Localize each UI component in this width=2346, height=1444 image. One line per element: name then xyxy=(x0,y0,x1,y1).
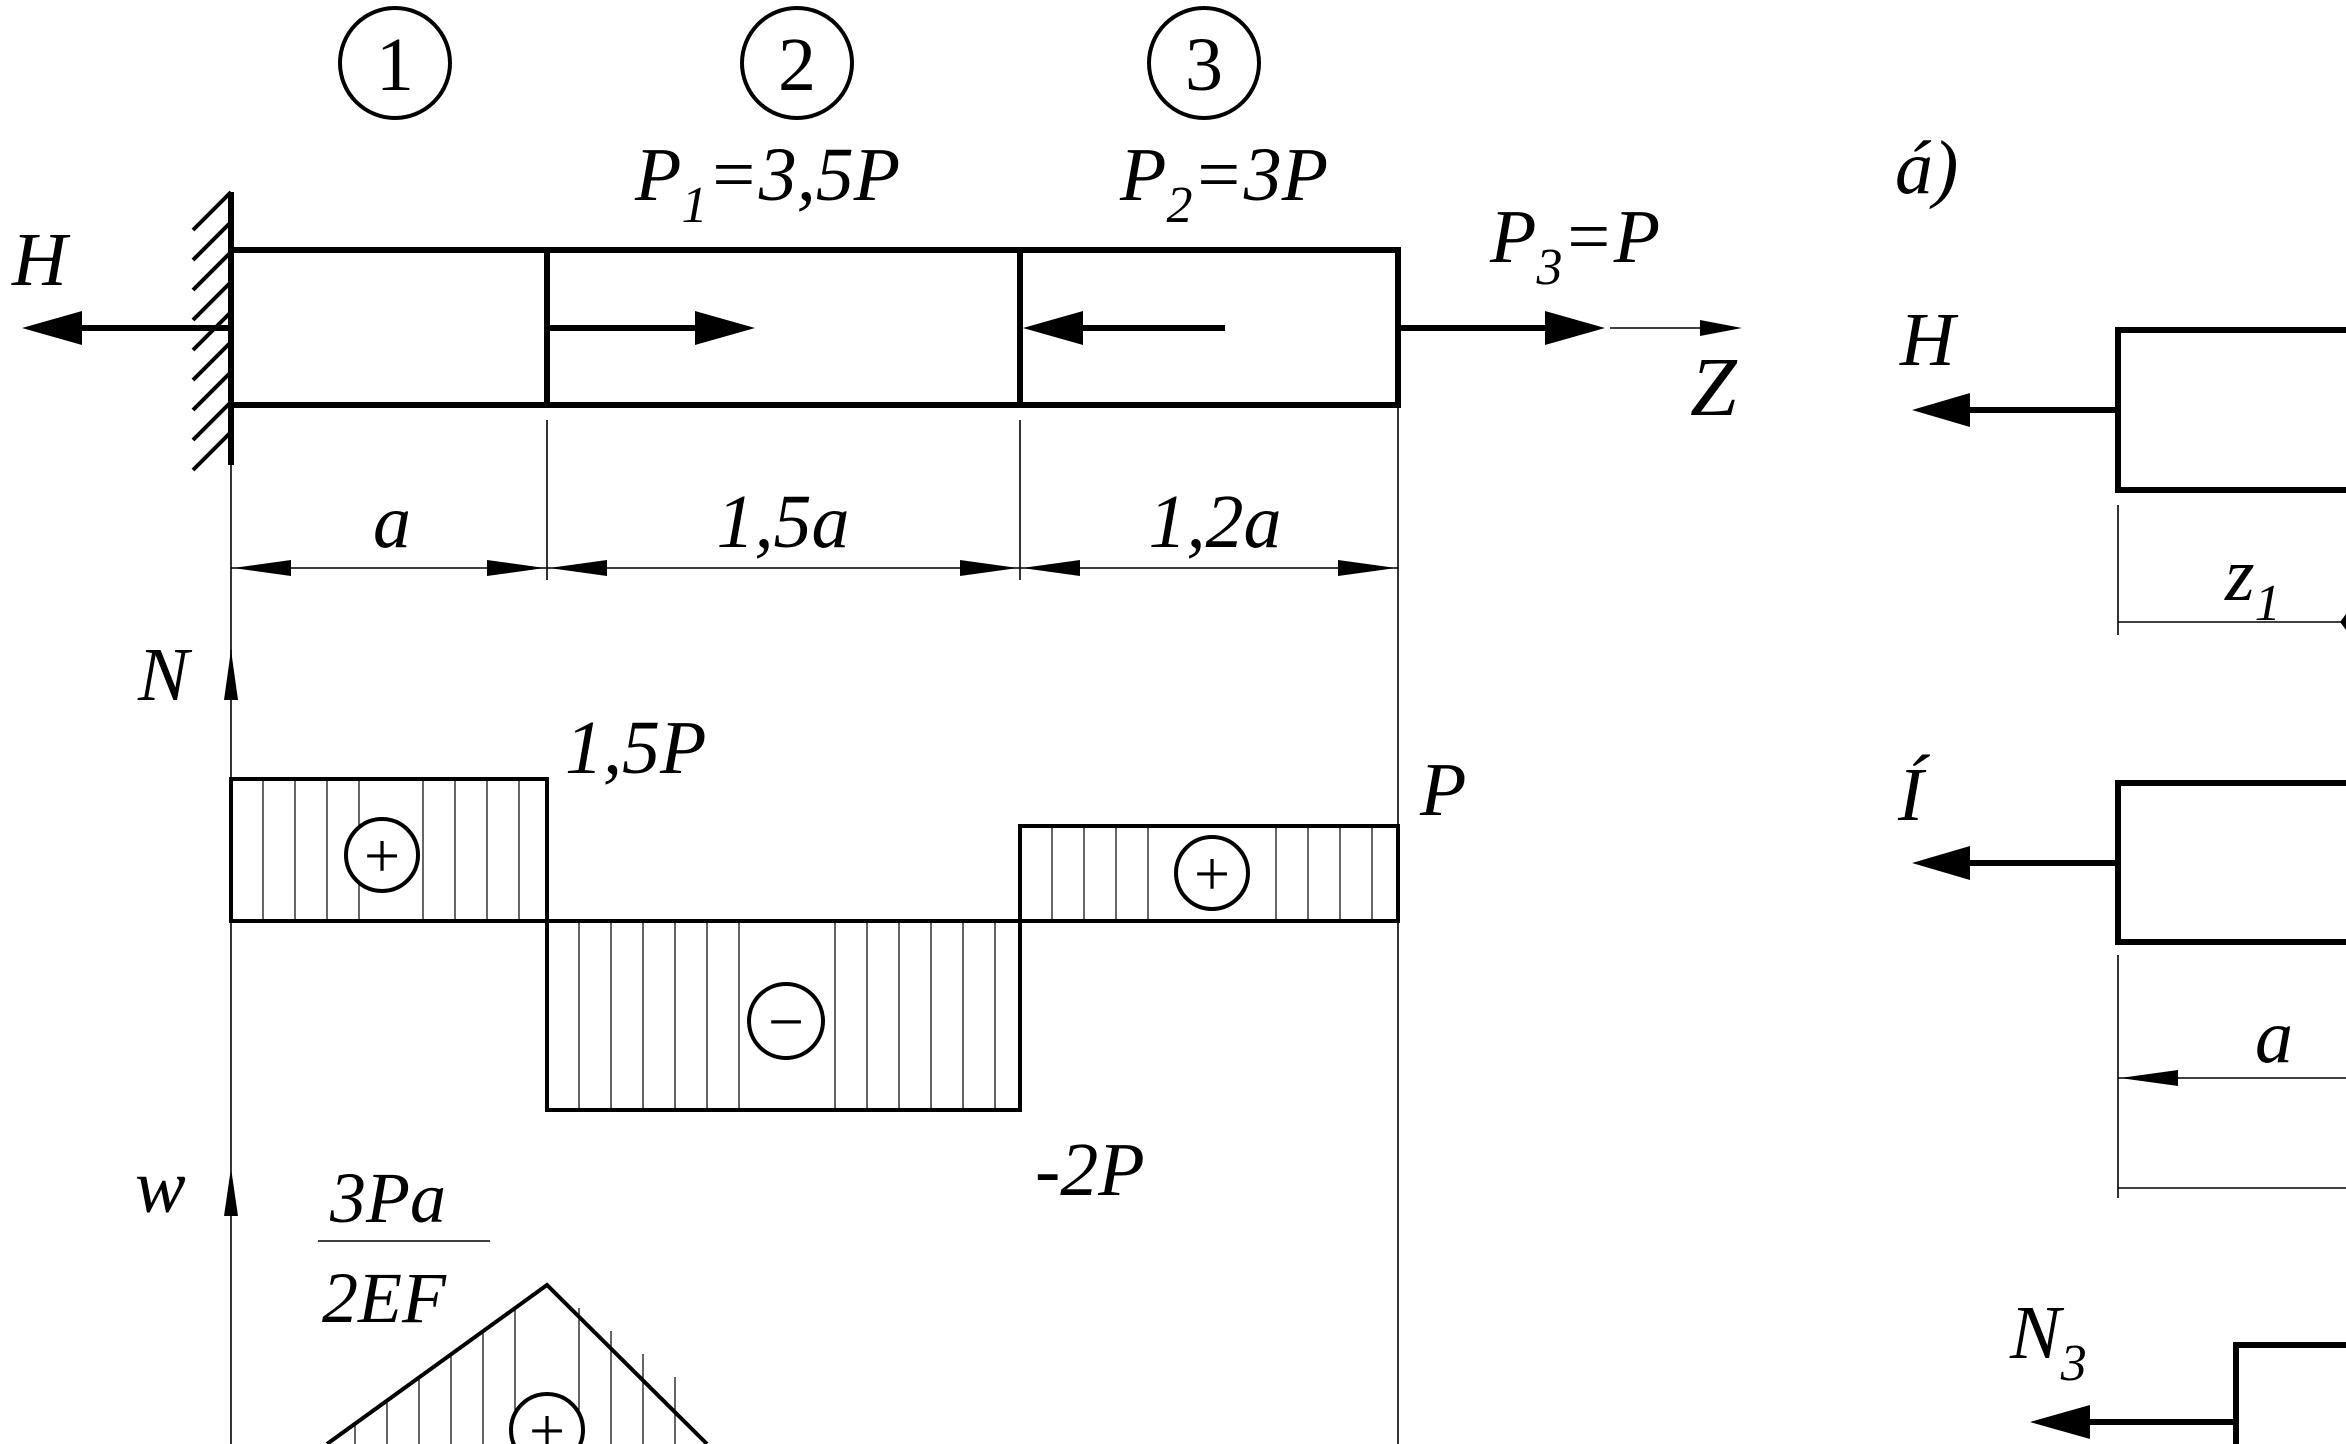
segment-1-number: 1 xyxy=(376,23,414,107)
load-p2-label: P2=3P xyxy=(1119,133,1328,234)
normal-force-seg3: + xyxy=(1018,824,1400,923)
load-p3-arrow xyxy=(1398,311,1605,345)
side-n3-label: N3 xyxy=(2009,1291,2087,1392)
load-p3-value: =P xyxy=(1562,195,1660,279)
load-p2-sub: 2 xyxy=(1166,177,1192,234)
normal-force-seg1: + xyxy=(229,777,549,923)
z-axis-arrow: Z xyxy=(1610,320,1742,434)
displacement-sign: + xyxy=(529,1395,565,1444)
side-n3-sub: 3 xyxy=(2060,1335,2087,1392)
normal-force-axis-label: N xyxy=(137,633,193,717)
side-reaction-h: H xyxy=(1899,298,1959,382)
reaction-arrow-h: H xyxy=(11,218,231,345)
displacement-peak-numerator: 3Pa xyxy=(329,1158,446,1238)
normal-force-seg2: − xyxy=(545,919,1022,1112)
load-p1-value: =3,5P xyxy=(707,133,900,217)
z-axis-label: Z xyxy=(1690,341,1738,434)
side-n3-symbol: N xyxy=(2009,1291,2065,1375)
load-p1-label: P1=3,5P xyxy=(634,133,900,234)
normal-force-seg2-value: -2P xyxy=(1035,1128,1145,1212)
side-panel-label: á) xyxy=(1895,126,1958,210)
load-p3-symbol: P xyxy=(1489,195,1536,279)
load-p1-sub: 1 xyxy=(681,177,707,234)
normal-force-seg3-sign: + xyxy=(1194,838,1230,909)
reaction-label-h: H xyxy=(11,218,71,302)
side-cut1-sub: 1 xyxy=(2255,575,2281,632)
displacement-curve: + xyxy=(325,1282,709,1444)
dimension-1-5a: 1,5a xyxy=(717,480,850,564)
dimension-1-2a: 1,2a xyxy=(1149,480,1282,564)
normal-force-axis: N xyxy=(137,633,238,717)
displacement-peak-denominator: 2EF xyxy=(322,1258,447,1338)
displacement-axis-label: w xyxy=(135,1145,186,1229)
segment-3-number: 3 xyxy=(1185,23,1223,107)
load-p3-label: P3=P xyxy=(1489,195,1660,296)
normal-force-seg1-sign: + xyxy=(364,820,400,891)
side-force-label: Í xyxy=(1897,753,1931,837)
segment-markers: 1 2 3 xyxy=(338,6,1261,120)
load-p3-sub: 3 xyxy=(1535,239,1562,296)
side-cut1-symbol: z xyxy=(2224,533,2255,617)
displacement-peak-label: 3Pa 2EF xyxy=(318,1158,490,1338)
side-dimension-a: a xyxy=(2255,995,2293,1079)
side-panel: á) H z1 Í a N3 xyxy=(1895,126,2346,1444)
dimension-line: a 1,5a 1,2a xyxy=(231,480,1398,576)
segment-2-number: 2 xyxy=(778,23,816,107)
load-p2-value: =3P xyxy=(1192,133,1328,217)
normal-force-seg2-sign: − xyxy=(768,986,804,1057)
normal-force-seg1-value: 1,5P xyxy=(565,706,706,790)
extension-lines xyxy=(230,405,1399,1444)
load-p2-symbol: P xyxy=(1119,133,1166,217)
load-p2-arrow xyxy=(1023,311,1225,345)
load-p1-arrow xyxy=(550,311,755,345)
side-cut1-coord: z1 xyxy=(2224,533,2281,632)
dimension-a: a xyxy=(373,480,411,564)
displacement-axis: w xyxy=(135,1145,238,1229)
load-p1-symbol: P xyxy=(634,133,681,217)
normal-force-seg3-value: P xyxy=(1419,748,1466,832)
